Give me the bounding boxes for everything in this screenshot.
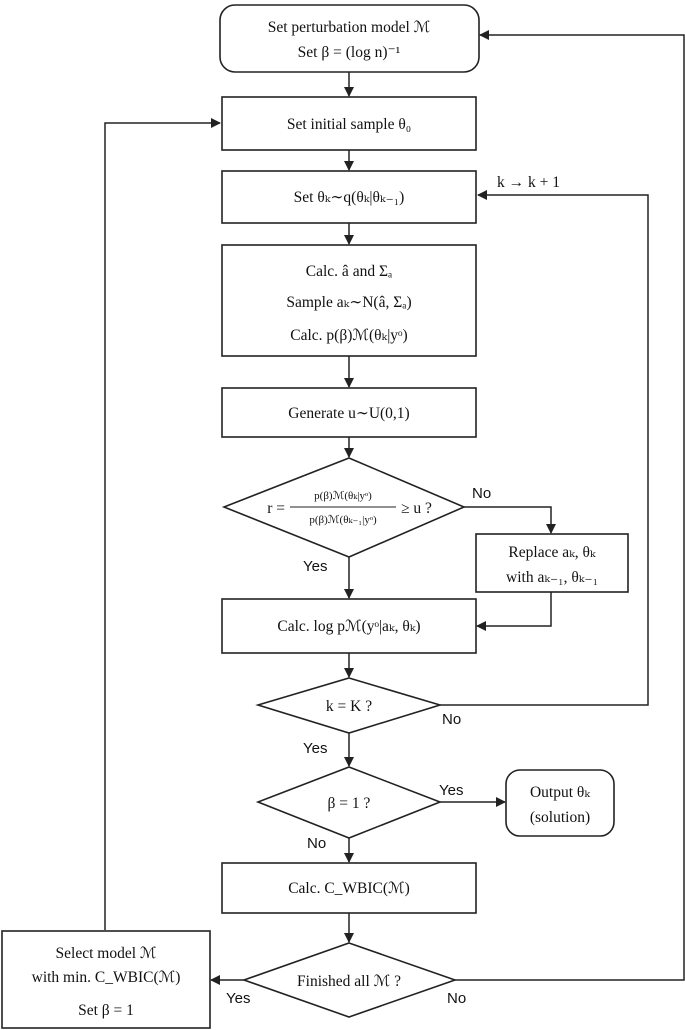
node-propose: Set θₖ∼q(θₖ|θₖ₋₁) [221,170,477,224]
replace-box [475,533,629,593]
generate-u-box [221,387,477,438]
node-finished-check: Finished all ℳ ? [241,942,458,1018]
edge-select-to-init [104,118,221,930]
select-line-1: Select model ℳ [56,945,157,962]
edge-labels: k → k + 1 No Yes No Yes Yes No Yes No [226,174,560,1007]
node-k-check: k = K ? [255,677,443,734]
wbic-box [221,862,477,914]
node-replace: Replace aₖ, θₖ with aₖ₋₁, θₖ₋₁ [475,533,629,593]
set-model-line-2: Set β = (log n)⁻¹ [298,44,401,61]
accept-rhs: ≥ u ? [401,500,432,517]
calc-a-line-2: Sample aₖ∼N(â, Σₐ) [286,294,411,311]
accept-numerator: p(β)ℳ(θₖ|yᵒ) [314,490,372,502]
log-likelihood-box [221,598,477,654]
set-model-box [219,4,480,73]
node-initial-sample: Set initial sample θ₀ [221,96,477,151]
replace-line-2: with aₖ₋₁, θₖ₋₁ [506,569,598,586]
output-line-2: (solution) [530,809,590,826]
log-likelihood-text: Calc. log pℳ(yᵒ|aₖ, θₖ) [277,618,420,635]
node-select-model: Select model ℳ with min. C_WBIC(ℳ) Set β… [1,930,211,1029]
initial-sample-box [221,96,477,151]
replace-line-1: Replace aₖ, θₖ [508,544,595,561]
edge-finished-no-loop [455,30,685,981]
increment-label: k → k + 1 [497,174,560,191]
node-wbic: Calc. C_WBIC(ℳ) [221,862,477,914]
select-line-2: with min. C_WBIC(ℳ) [32,969,181,986]
k-check-diamond [255,677,443,734]
accept-denominator: p(β)ℳ(θₖ₋₁|yᵒ) [309,514,377,526]
node-log-likelihood: Calc. log pℳ(yᵒ|aₖ, θₖ) [221,598,477,654]
output-box [505,769,615,837]
calc-a-line-3: Calc. p(β)ℳ(θₖ|yᵒ) [290,327,407,344]
k-yes-label: Yes [303,740,327,757]
node-beta-check: β = 1 ? [255,766,443,839]
finished-yes-label: Yes [226,990,250,1007]
output-line-1: Output θₖ [530,784,590,801]
finished-no-label: No [447,990,466,1007]
accept-lhs: r = [267,500,285,517]
select-model-box [1,930,211,1029]
beta-check-diamond [255,766,443,839]
node-calc-a: Calc. â and Σₐ Sample aₖ∼N(â, Σₐ) Calc. … [221,244,477,357]
wbic-text: Calc. C_WBIC(ℳ) [288,880,410,897]
finished-diamond [241,942,458,1018]
select-line-3: Set β = 1 [78,1002,134,1019]
k-no-label: No [442,711,461,728]
beta-yes-label: Yes [439,782,463,799]
propose-box [221,170,477,224]
accept-yes-label: Yes [303,558,327,575]
set-model-line-1: Set perturbation model ℳ [268,19,431,36]
edge-accept-no [464,506,556,534]
beta-check-text: β = 1 ? [328,795,371,812]
edges [104,30,685,985]
finished-text: Finished all ℳ ? [297,973,401,990]
calc-a-line-1: Calc. â and Σₐ [306,263,392,280]
calc-a-box [221,244,477,357]
generate-u-text: Generate u∼U(0,1) [288,405,409,422]
propose-text: Set θₖ∼q(θₖ|θₖ₋₁) [294,189,405,206]
k-check-text: k = K ? [326,698,372,715]
initial-sample-text: Set initial sample θ₀ [287,116,411,133]
edge-replace-to-loglik [476,592,552,631]
edge-k-no-loop [440,190,649,706]
beta-no-label: No [307,835,326,852]
node-generate-u: Generate u∼U(0,1) [221,387,477,438]
accept-no-label: No [472,485,491,502]
node-set-model: Set perturbation model ℳ Set β = (log n)… [219,4,480,73]
node-accept-test: r = p(β)ℳ(θₖ|yᵒ) p(β)ℳ(θₖ₋₁|yᵒ) ≥ u ? [221,457,467,558]
node-output: Output θₖ (solution) [505,769,615,837]
